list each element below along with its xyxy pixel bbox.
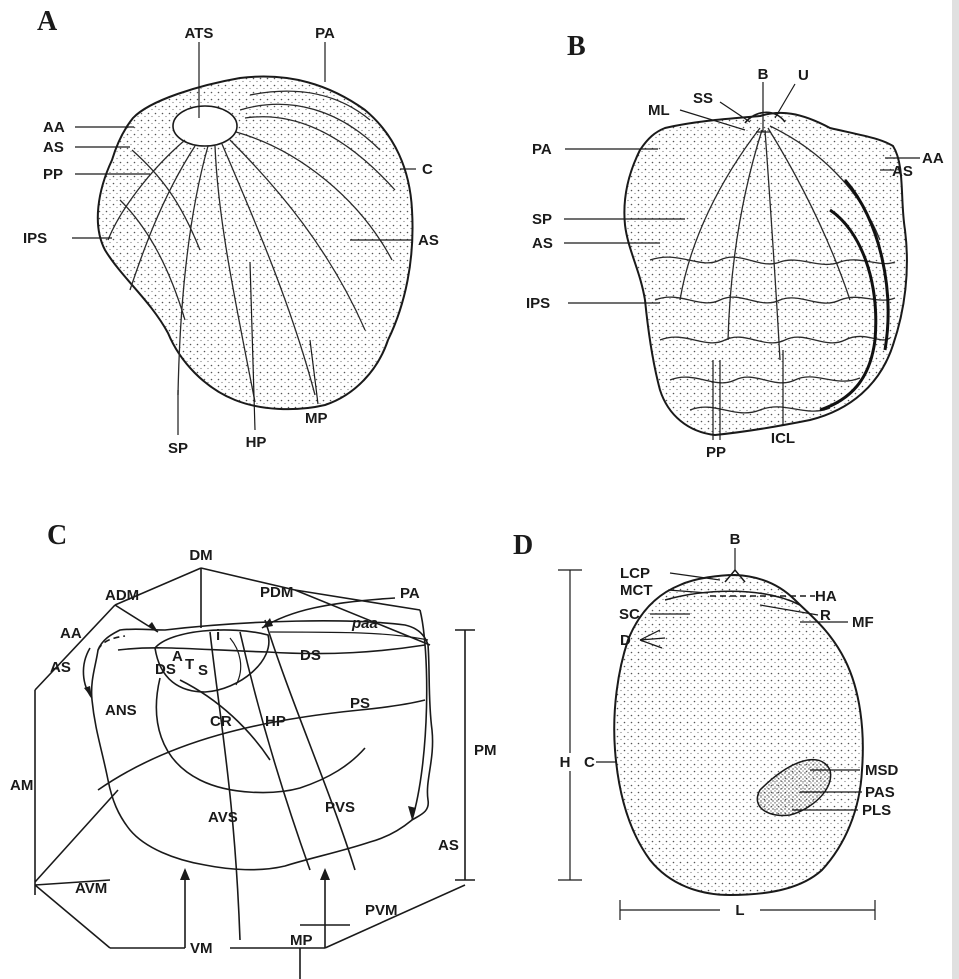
label-d-d: D <box>620 632 631 649</box>
label-ps-c: PS <box>350 695 370 712</box>
label-ml-b: ML <box>648 102 670 119</box>
label-t-c: T <box>185 656 194 673</box>
label-paa: paa <box>351 615 378 632</box>
label-ans: ANS <box>105 702 137 719</box>
label-pp-b: PP <box>706 444 726 461</box>
label-as-c1: AS <box>50 659 71 676</box>
label-pm: PM <box>474 742 497 759</box>
label-ha: HA <box>815 588 837 605</box>
label-as-b1: AS <box>892 163 913 180</box>
label-ats: ATS <box>185 25 214 42</box>
label-pa: PA <box>315 25 335 42</box>
label-b-d: B <box>730 531 741 548</box>
label-pa-b: PA <box>532 141 552 158</box>
label-avm: AVM <box>75 880 107 897</box>
label-as-b2: AS <box>532 235 553 252</box>
label-sc: SC <box>619 606 640 623</box>
label-as-c2: AS <box>438 837 459 854</box>
panel-c: C <box>10 520 497 979</box>
label-pas: PAS <box>865 784 895 801</box>
panel-a: A ATS PA AA AS C PP I <box>23 6 439 457</box>
label-pls: PLS <box>862 802 891 819</box>
label-pvm: PVM <box>365 902 398 919</box>
label-dm: DM <box>189 547 212 564</box>
label-vm: VM <box>190 940 213 957</box>
label-as-a2: AS <box>418 232 439 249</box>
label-sp-a: SP <box>168 440 188 457</box>
label-mct: MCT <box>620 582 653 599</box>
panel-b-shell-drawing <box>624 112 907 435</box>
label-ips-a: IPS <box>23 230 47 247</box>
panel-a-letter: A <box>37 6 58 37</box>
label-msd: MSD <box>865 762 899 779</box>
label-hp-c: HP <box>265 713 286 730</box>
label-c-d: C <box>584 754 595 771</box>
label-aa: AA <box>43 119 65 136</box>
label-b-b: B <box>758 66 769 83</box>
label-aa-b: AA <box>922 150 944 167</box>
panel-d-letter: D <box>513 530 533 561</box>
label-pdm: PDM <box>260 584 293 601</box>
label-sp-b: SP <box>532 211 552 228</box>
label-ds-c1: DS <box>300 647 321 664</box>
panel-d: D B LCP MCT HA R SC MF D H H C <box>513 530 899 920</box>
panel-b-letter: B <box>567 31 586 62</box>
label-lcp: LCP <box>620 565 650 582</box>
label-aa-c: AA <box>60 625 82 642</box>
label-cr: CR <box>210 713 232 730</box>
label-h: H <box>560 754 571 771</box>
panel-b: B B U SS ML PA AA <box>526 31 944 461</box>
label-pvs: PVS <box>325 799 355 816</box>
label-icl-b: ICL <box>771 430 795 447</box>
label-s-c: S <box>198 662 208 679</box>
label-u-b: U <box>798 67 809 84</box>
label-ips-b: IPS <box>526 295 550 312</box>
label-pa-c: PA <box>400 585 420 602</box>
label-hp-a: HP <box>246 434 267 451</box>
panel-c-letter: C <box>47 520 67 551</box>
label-mp-c: MP <box>290 932 313 949</box>
label-l: L <box>735 902 744 919</box>
label-avs: AVS <box>208 809 238 826</box>
label-adm: ADM <box>105 587 139 604</box>
label-ds-c2: DS <box>155 661 176 678</box>
label-as-a1: AS <box>43 139 64 156</box>
label-i-c: i <box>216 627 220 644</box>
label-am: AM <box>10 777 33 794</box>
label-ss-b: SS <box>693 90 713 107</box>
label-mf: MF <box>852 614 874 631</box>
label-c-a: C <box>422 161 433 178</box>
panel-a-shell-drawing <box>98 77 413 410</box>
label-pp-a: PP <box>43 166 63 183</box>
label-mp-a: MP <box>305 410 328 427</box>
